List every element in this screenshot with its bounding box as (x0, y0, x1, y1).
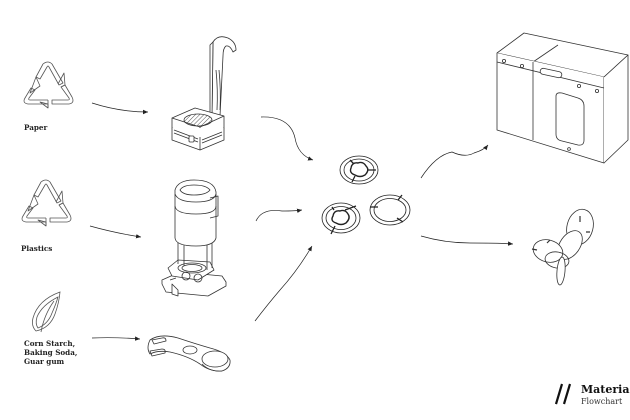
input-label-corn: Corn Starch, Baking Soda, Guar gum (24, 339, 77, 366)
plastics-recycle-icon (22, 180, 71, 226)
arrow-corn-to-spoon (92, 336, 140, 341)
corn-label-line-1: Corn Starch, (24, 339, 76, 348)
disc-top (340, 156, 378, 184)
arrow-mold-to-discs (256, 208, 302, 221)
disc-bottom-right (370, 195, 410, 225)
paper-recycle-icon (24, 62, 73, 108)
arrow-discs-to-chain (421, 236, 513, 246)
arrow-discs-to-machine (421, 145, 488, 178)
corn-label-line-2: Baking Soda, (24, 348, 78, 357)
brand-title: MateriaLab (581, 383, 630, 396)
double-slash-icon (555, 383, 572, 405)
flow-arrows (90, 103, 513, 341)
chain-links-icon (531, 206, 598, 285)
paper-press-icon (172, 37, 236, 150)
arrow-paper-to-press (92, 103, 148, 115)
input-label-plastics: Plastics (21, 244, 53, 253)
machine-cabinet-icon (497, 33, 628, 163)
recycled-discs-icon (322, 156, 410, 234)
arrow-press-to-discs (261, 117, 313, 161)
arrow-plastics-to-mold (90, 226, 141, 239)
brand-subtitle: Flowchart (581, 397, 623, 406)
measuring-spoon-icon (148, 336, 230, 371)
corn-label-line-3: Guar gum (24, 357, 65, 366)
leaf-icon (32, 292, 60, 332)
arrow-spoon-to-discs (255, 246, 312, 321)
input-label-paper: Paper (24, 123, 48, 132)
mold-press-icon (162, 180, 226, 296)
disc-bottom-left (322, 203, 360, 234)
